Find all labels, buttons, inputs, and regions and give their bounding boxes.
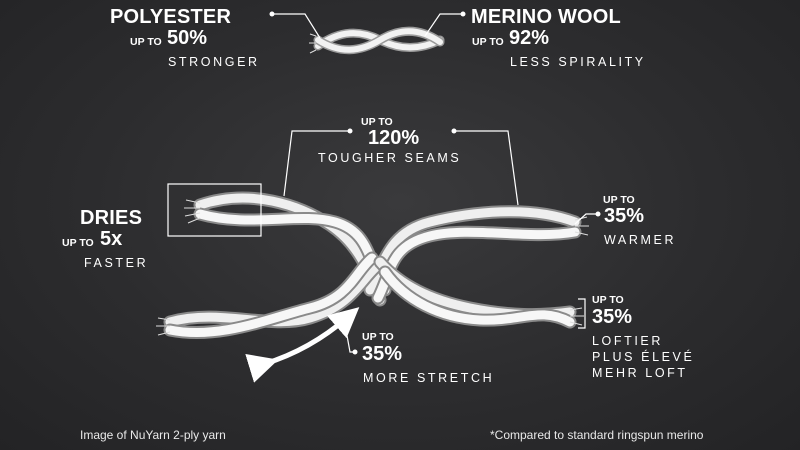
stretch-up-to: UP TO [362, 331, 394, 343]
dries-desc: FASTER [84, 256, 149, 270]
polyester-desc: STRONGER [168, 55, 260, 69]
loftier-desc-3: MEHR LOFT [592, 366, 688, 380]
seams-up-to: UP TO [361, 116, 393, 128]
lower-right-strand [373, 255, 577, 329]
stretch-desc: MORE STRETCH [363, 371, 495, 385]
stretch-arrow-icon [245, 307, 360, 383]
seams-desc: TOUGHER SEAMS [318, 151, 462, 165]
warmer-desc: WARMER [604, 233, 677, 247]
merino-value: 92% [509, 27, 550, 49]
seams-value: 120% [368, 127, 420, 149]
dries-up-to: UP TO [62, 237, 94, 249]
polyester-up-to: UP TO [130, 36, 162, 48]
stretch-value: 35% [362, 343, 403, 365]
warmer-up-to: UP TO [603, 194, 635, 206]
merino-desc: LESS SPIRALITY [510, 55, 646, 69]
footer-comparison-note: *Compared to standard ringspun merino [490, 428, 704, 442]
top-yarn-icon [309, 26, 445, 55]
loftier-desc-1: LOFTIER [592, 334, 663, 348]
polyester-value: 50% [167, 27, 208, 49]
footer-image-caption: Image of NuYarn 2-ply yarn [80, 428, 226, 442]
warmer-value: 35% [604, 205, 645, 227]
polyester-title: POLYESTER [110, 6, 232, 28]
dries-title: DRIES [80, 207, 143, 229]
fibre-ends [156, 199, 589, 336]
loftier-value: 35% [592, 306, 633, 328]
merino-title: MERINO WOOL [471, 6, 621, 28]
loftier-up-to: UP TO [592, 294, 624, 306]
merino-up-to: UP TO [472, 36, 504, 48]
loftier-desc-2: PLUS ÉLEVÉ [592, 350, 695, 364]
dries-value: 5x [100, 228, 123, 250]
